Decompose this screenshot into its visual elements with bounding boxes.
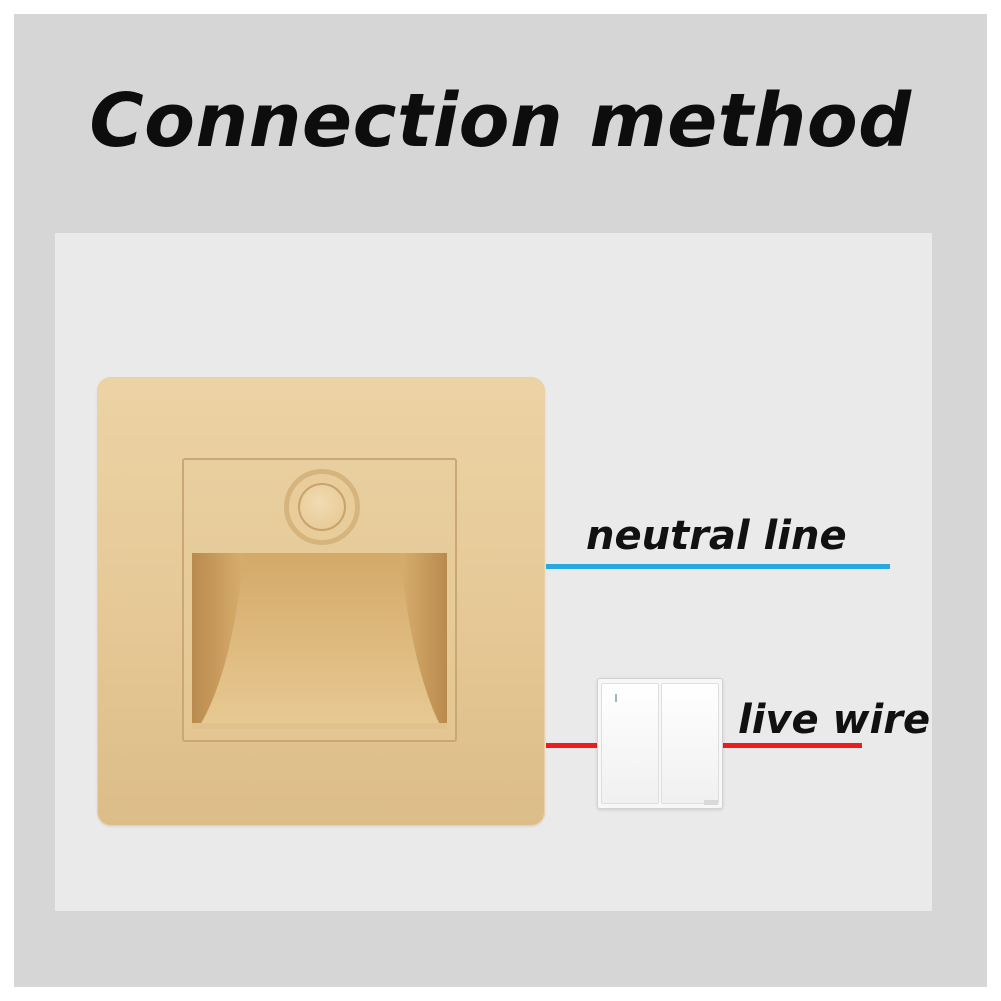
neutral-line-label: neutral line: [586, 513, 847, 559]
switch-rocker-right: [661, 683, 719, 804]
led-step-light-icon: [97, 377, 545, 826]
live-wire-segment-right: [722, 743, 862, 748]
light-inner-frame: [182, 458, 457, 742]
switch-indicator: [615, 694, 617, 702]
neutral-wire: [546, 564, 890, 569]
diagram-title: Connection method: [89, 78, 912, 164]
sensor-icon: [284, 469, 360, 545]
live-wire-segment-left: [546, 743, 598, 748]
light-window: [192, 553, 447, 729]
double-rocker-switch-icon: [597, 678, 723, 809]
sensor-lens: [298, 483, 346, 531]
live-wire-label: live wire: [738, 697, 931, 743]
switch-rocker-left: [601, 683, 659, 804]
switch-brand-mark: [704, 800, 718, 805]
